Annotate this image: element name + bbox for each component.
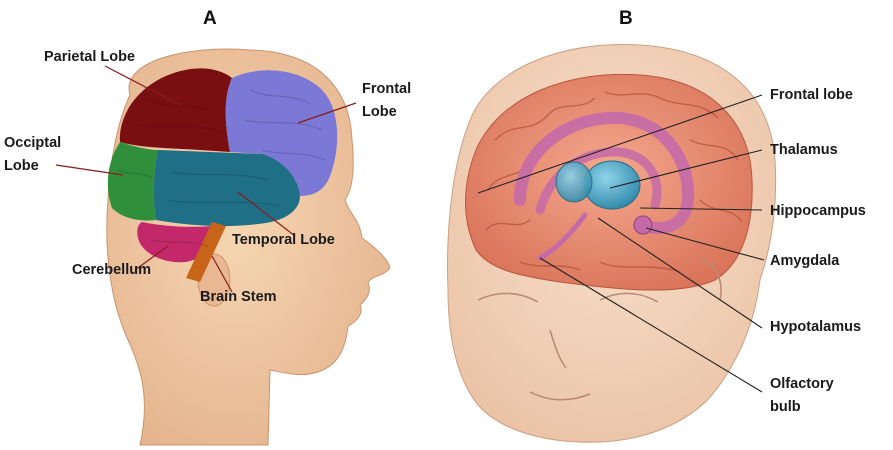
occipital-lobe [108, 142, 158, 221]
panel-a-label: A [203, 8, 217, 29]
label-temporal-lobe: Temporal Lobe [232, 232, 335, 248]
label-amygdala: Amygdala [770, 253, 840, 269]
label-hypotalamus: Hypotalamus [770, 319, 861, 335]
panel-b: B [448, 8, 866, 442]
label-frontal-lobe-line2: Lobe [362, 104, 397, 120]
label-cerebellum: Cerebellum [72, 262, 151, 278]
label-hippocampus: Hippocampus [770, 203, 866, 219]
thalamus [584, 161, 640, 209]
label-thalamus: Thalamus [770, 142, 838, 158]
label-frontal-lobe-line1: Frontal [362, 81, 411, 97]
label-occipital-lobe-line1: Occiptal [4, 135, 61, 151]
thalamus-left [556, 162, 592, 202]
panel-a: A [4, 8, 411, 445]
label-brain-stem: Brain Stem [200, 289, 277, 305]
label-olfactory-bulb-line1: Olfactory [770, 376, 834, 392]
label-occipital-lobe-line2: Lobe [4, 158, 39, 174]
panel-b-label: B [619, 8, 633, 29]
label-frontal-lobe-b: Frontal lobe [770, 87, 853, 103]
label-parietal-lobe: Parietal Lobe [44, 49, 135, 65]
label-olfactory-bulb-line2: bulb [770, 399, 801, 415]
amygdala [634, 216, 652, 234]
